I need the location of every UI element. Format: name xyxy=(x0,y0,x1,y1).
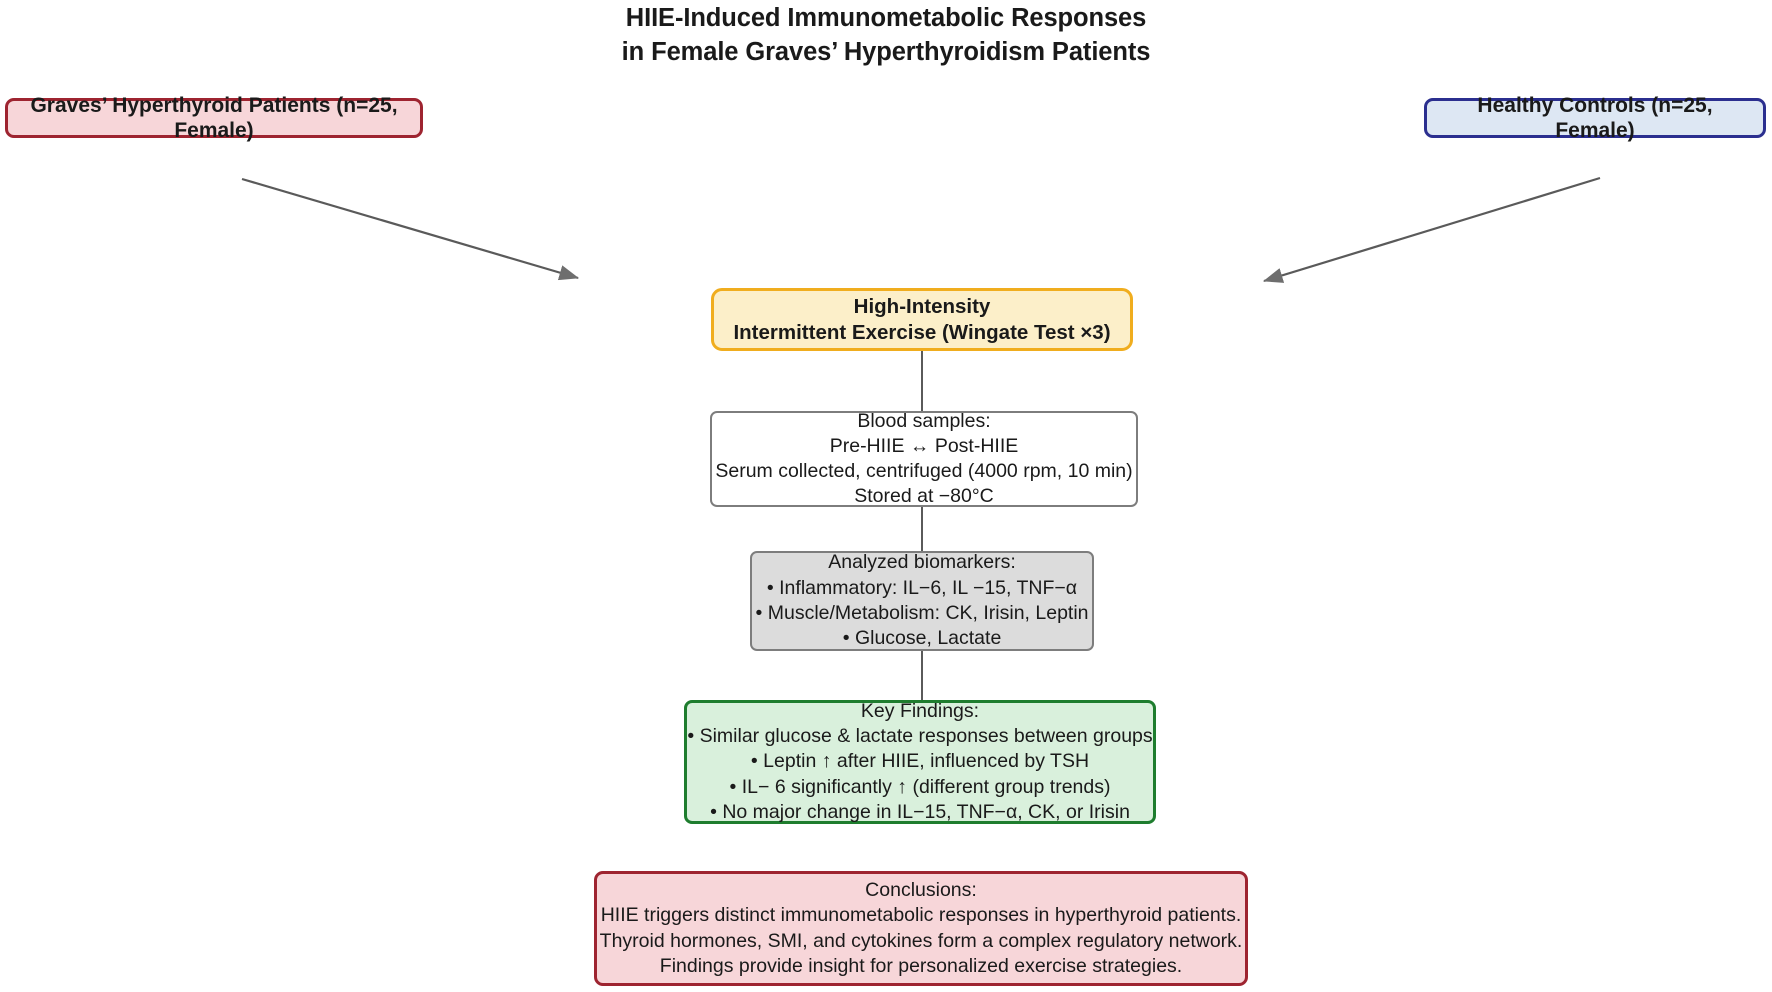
node-healthy-controls-label: Healthy Controls (n=25, Female) xyxy=(1477,93,1713,142)
arrow-patients-to-exercise xyxy=(241,177,580,281)
node-analyzed-biomarkers-label: Analyzed biomarkers: • Inflammatory: IL−… xyxy=(755,551,1089,650)
node-hiie-exercise-label: High-Intensity Intermittent Exercise (Wi… xyxy=(733,294,1111,344)
node-conclusions[interactable]: Conclusions: HIIE triggers distinct immu… xyxy=(594,871,1248,986)
page-title: HIIE-Induced Immunometabolic Responses i… xyxy=(621,4,1151,66)
node-hiie-exercise[interactable]: High-Intensity Intermittent Exercise (Wi… xyxy=(711,288,1133,351)
node-healthy-controls[interactable]: Healthy Controls (n=25, Female) xyxy=(1424,94,1766,142)
node-conclusions-label: Conclusions: HIIE triggers distinct immu… xyxy=(599,878,1243,977)
node-graves-patients[interactable]: Graves’ Hyperthyroid Patients (n=25, Fem… xyxy=(5,94,423,142)
node-blood-samples-label: Blood samples: Pre-HIIE ↔ Post-HIIE Seru… xyxy=(715,409,1133,508)
node-key-findings[interactable]: Key Findings: • Similar glucose & lactat… xyxy=(684,700,1156,824)
node-analyzed-biomarkers[interactable]: Analyzed biomarkers: • Inflammatory: IL−… xyxy=(750,551,1094,651)
node-graves-patients-label: Graves’ Hyperthyroid Patients (n=25, Fem… xyxy=(30,93,398,142)
node-blood-samples[interactable]: Blood samples: Pre-HIIE ↔ Post-HIIE Seru… xyxy=(710,409,1138,508)
arrow-controls-to-exercise xyxy=(1262,176,1601,283)
connector-blood-to-biomarkers xyxy=(921,507,923,551)
node-key-findings-label: Key Findings: • Similar glucose & lactat… xyxy=(687,699,1153,824)
connector-exercise-to-blood xyxy=(921,351,923,411)
connector-biomarkers-to-findings xyxy=(921,651,923,700)
